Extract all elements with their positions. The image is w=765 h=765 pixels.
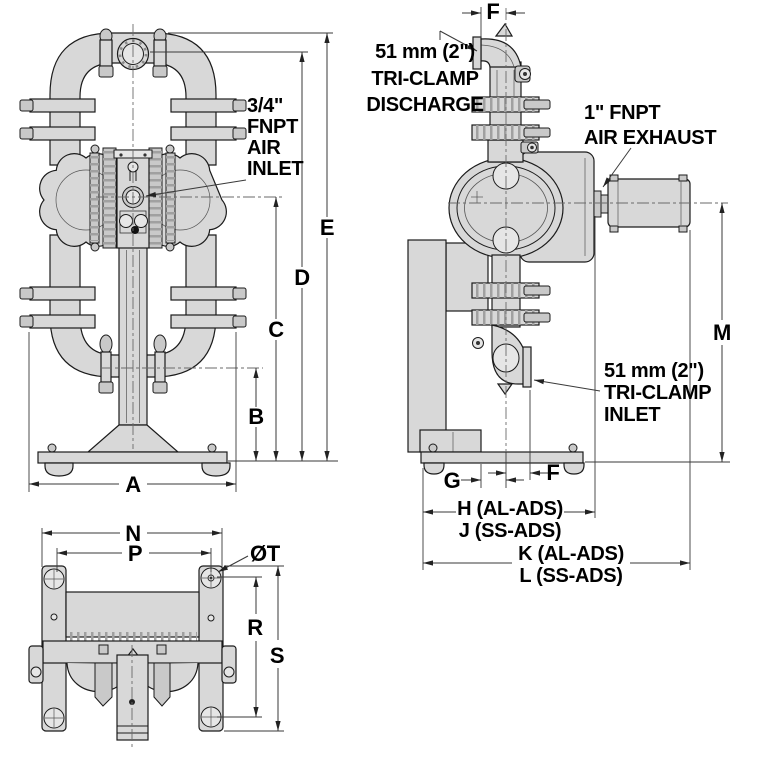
dim-label-a: A: [125, 472, 141, 497]
diaphragm-clamp-bands: [89, 144, 176, 252]
dim-label-j: J (SS-ADS): [459, 520, 562, 542]
inlet-elbow: [472, 324, 532, 396]
inlet-note-line2: TRI-CLAMP: [604, 382, 711, 404]
dim-label-s: S: [270, 643, 284, 668]
inlet-note-line1: 51 mm (2"): [604, 360, 704, 382]
top-port-clamps: [98, 28, 168, 78]
discharge-elbow: [472, 22, 531, 83]
dim-label-f-bottom: F: [546, 460, 559, 485]
discharge-note-line3: DISCHARGE: [366, 94, 483, 116]
pilot-dot: [131, 226, 139, 234]
dim-label-r: R: [247, 615, 263, 640]
dim-label-l: L (SS-ADS): [519, 565, 622, 587]
dim-label-m: M: [713, 320, 731, 345]
text-labels: A B C D E F F G M N P ØT R S H (AL-ADS) …: [125, 0, 731, 668]
dim-label-e: E: [320, 215, 334, 240]
air-inlet-note-line1: 3/4": [247, 95, 283, 117]
exhaust-note-line1: 1" FNPT: [584, 102, 660, 124]
dim-label-h: H (AL-ADS): [457, 498, 563, 520]
bottom-column: [116, 654, 149, 741]
dim-label-p: P: [128, 541, 142, 566]
air-inlet-note-line2: FNPT: [247, 116, 298, 138]
discharge-note-line1: 51 mm (2"): [375, 41, 475, 63]
dim-label-d: D: [294, 265, 310, 290]
corner-feet: [43, 567, 222, 729]
discharge-note-line2: TRI-CLAMP: [371, 68, 478, 90]
stand-column: [407, 239, 447, 453]
stand-bracket: [445, 242, 489, 312]
exhaust-leader: [602, 147, 632, 188]
dim-label-g: G: [444, 468, 461, 493]
inlet-flange: [522, 346, 532, 388]
dim-label-t: ØT: [250, 541, 281, 566]
upper-manifold-loop: [49, 32, 217, 166]
dim-label-f-top: F: [486, 0, 499, 24]
exhaust-note-line2: AIR EXHAUST: [584, 127, 716, 149]
pipe-clamp-bands: [471, 96, 551, 154]
air-inlet-leader: [145, 179, 247, 197]
mount-plate: [65, 591, 200, 638]
exhaust-port: [593, 190, 602, 218]
discharge-flange: [472, 36, 482, 70]
air-inlet-note-line4: INLET: [247, 158, 303, 180]
side-view: [407, 8, 728, 475]
front-view: [19, 24, 247, 477]
inlet-leader: [533, 379, 601, 392]
dim-label-b: B: [248, 404, 264, 429]
side-flange-clamps: [19, 98, 247, 329]
air-inlet-note-line3: AIR: [247, 137, 281, 159]
side-stand-base: [419, 429, 585, 475]
dim-label-n: N: [125, 521, 141, 546]
discharge-leader: [439, 30, 478, 52]
t-leader: [217, 555, 249, 573]
bottom-port-clamps: [98, 334, 168, 394]
dim-label-c: C: [268, 317, 284, 342]
inlet-note-line3: INLET: [604, 404, 660, 426]
bottom-view: [28, 565, 237, 748]
dimension-annotations: [28, 7, 730, 732]
dim-label-k: K (AL-ADS): [518, 543, 624, 565]
